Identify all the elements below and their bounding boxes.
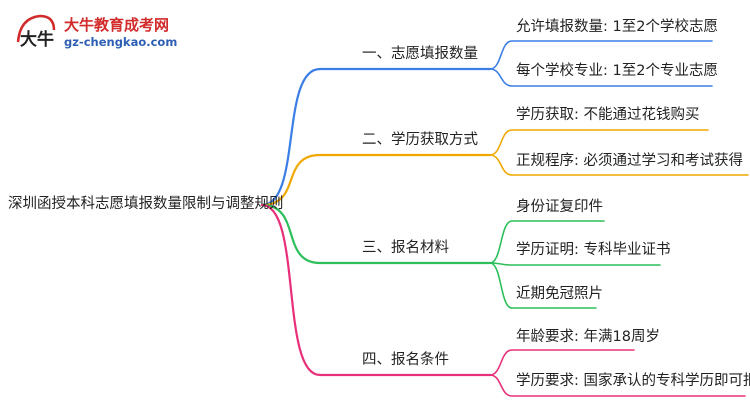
branch-1-child-2: 每个学校专业: 1至2个专业志愿 — [516, 63, 718, 79]
branch-1-label: 一、志愿填报数量 — [362, 46, 478, 62]
branch-3-connector — [260, 203, 492, 265]
branch-2-child-2-connector — [489, 154, 749, 176]
branch-2-child-1: 学历获取: 不能通过花钱购买 — [516, 107, 700, 123]
branch-2-connector — [260, 153, 492, 207]
branch-4-child-2: 学历要求: 国家承认的专科学历即可报考 — [516, 373, 750, 389]
branch-3-child-1: 身份证复印件 — [516, 199, 603, 215]
branch-3-child-3-connector — [489, 262, 597, 309]
logo-mark-icon: 大牛 — [16, 14, 56, 50]
branch-4-child-1: 年龄要求: 年满18周岁 — [516, 329, 660, 345]
branch-1-child-2-connector — [489, 68, 713, 87]
branch-1-connector — [260, 67, 492, 207]
branch-3-child-2: 学历证明: 专科毕业证书 — [516, 242, 671, 258]
logo-mark-text: 大牛 — [20, 29, 54, 50]
branch-2-label: 二、学历获取方式 — [362, 132, 478, 148]
logo-url: gz-chengkao.com — [64, 35, 178, 49]
branch-1-child-1-connector — [489, 40, 713, 70]
branch-3-child-1-connector — [489, 220, 605, 264]
site-logo: 大牛 大牛教育成考网 gz-chengkao.com — [14, 10, 214, 56]
branch-3-child-2-connector — [489, 262, 661, 266]
branch-1-child-1: 允许填报数量: 1至2个学校志愿 — [516, 19, 718, 35]
branch-2-child-1-connector — [489, 129, 709, 156]
branch-4-label: 四、报名条件 — [362, 352, 449, 368]
branch-4-child-1-connector — [489, 349, 635, 376]
branch-4-child-2-connector — [489, 374, 746, 397]
branch-3-child-3: 近期免冠照片 — [516, 286, 603, 302]
branch-3-label: 三、报名材料 — [362, 240, 449, 256]
root-topic: 深圳函授本科志愿填报数量限制与调整规则 — [8, 196, 284, 212]
branch-4-connector — [260, 203, 492, 377]
branch-2-child-2: 正规程序: 必须通过学习和考试获得 — [516, 153, 743, 169]
logo-title: 大牛教育成考网 — [64, 16, 170, 34]
